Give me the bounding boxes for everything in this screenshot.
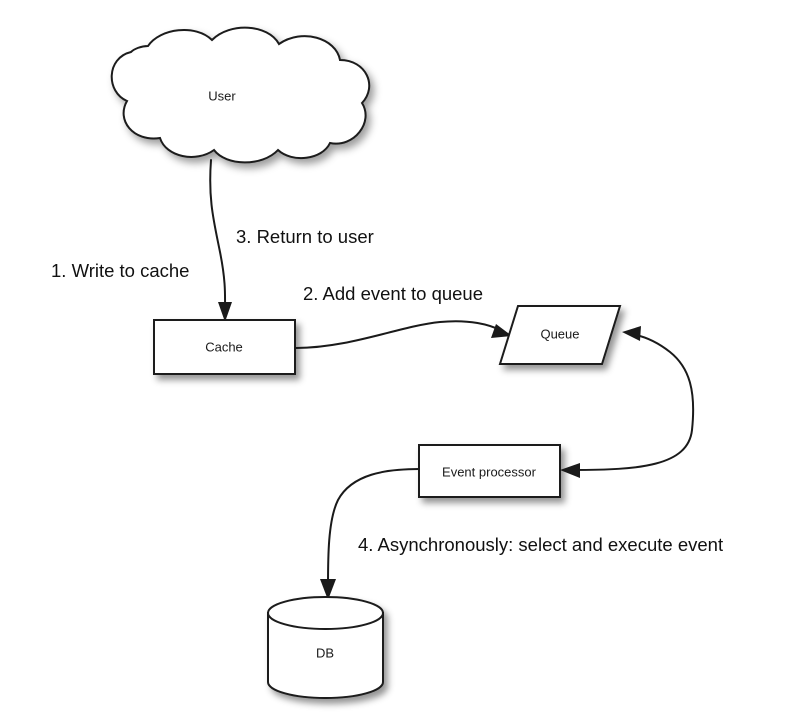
edge-eventprocessor-to-db[interactable]	[320, 468, 420, 600]
node-cache[interactable]: Cache	[153, 319, 296, 375]
node-eventprocessor[interactable]: Event processor	[418, 444, 580, 498]
node-db[interactable]: DB	[267, 596, 384, 699]
edge-eventprocessor-to-db-arrowhead	[320, 579, 336, 600]
queue-shape	[498, 305, 622, 365]
db-top-ellipse	[267, 596, 384, 630]
node-queue-label: Queue	[540, 326, 579, 341]
edge-cache-to-queue[interactable]	[295, 320, 512, 349]
edge-user-to-cache-arrowhead	[218, 302, 232, 322]
cache-shape	[153, 319, 296, 375]
node-user-label: User	[208, 88, 236, 103]
node-queue[interactable]: Queue	[498, 305, 622, 365]
node-eventprocessor-label: Event processor	[442, 464, 537, 479]
step-label-2: 2. Add event to queue	[303, 283, 483, 304]
cloud-shape	[110, 26, 371, 164]
edge-cache-to-queue-line	[295, 320, 501, 349]
edge-eventprocessor-to-queue[interactable]	[571, 326, 695, 471]
edge-eventprocessor-to-queue-line	[571, 334, 695, 471]
node-cache-label: Cache	[205, 339, 243, 354]
edge-queue-to-eventprocessor-arrowhead	[560, 463, 580, 478]
step-label-1: 1. Write to cache	[51, 260, 189, 281]
edge-eventprocessor-to-queue-arrowhead	[622, 326, 641, 341]
eventprocessor-shape	[418, 444, 561, 498]
step-label-3: 3. Return to user	[236, 226, 374, 247]
edge-eventprocessor-to-db-line	[327, 468, 420, 587]
edge-user-to-cache-line	[209, 159, 227, 311]
node-db-label: DB	[316, 645, 334, 660]
step-label-4: 4. Asynchronously: select and execute ev…	[358, 534, 723, 555]
edge-user-to-cache[interactable]	[209, 159, 232, 322]
db-body	[267, 612, 384, 699]
edge-cache-to-queue-arrowhead	[491, 324, 512, 338]
node-user[interactable]: User	[110, 26, 371, 164]
